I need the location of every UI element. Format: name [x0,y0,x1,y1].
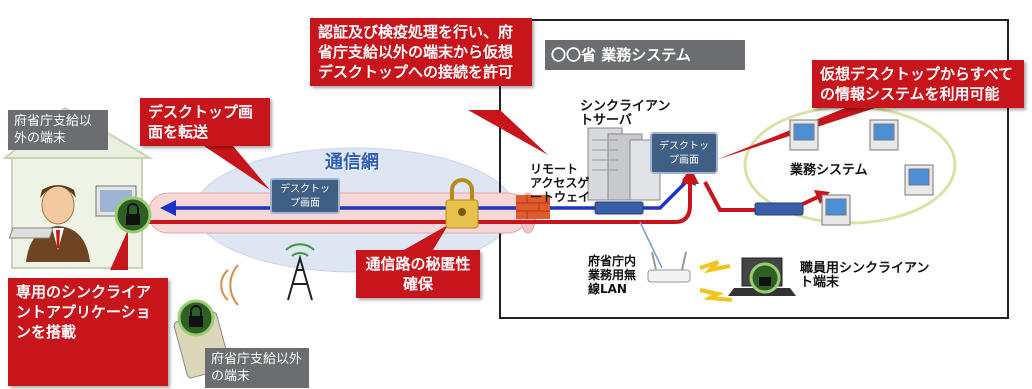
network-label: 通信網 [325,152,379,173]
business-system-label: 業務システム [790,163,868,178]
signal-waves [220,264,239,306]
callout-transfer: デスクトップ画面を転送 [140,98,270,146]
wireless-signal [699,260,731,274]
lock-badge-icon [114,196,152,234]
staff-laptop-icon [728,257,796,296]
device-label-bottom: 府省庁支給以外の端末 [205,348,309,388]
gateway-label: リモートアクセスゲートウェイ [530,162,591,204]
screen-on-server: デスクトップ画面 [650,132,718,174]
callout-secrecy: 通信路の秘匿性確保 [356,250,480,298]
gateway-router-icon [594,201,644,215]
business-pc-icons [789,119,934,226]
callout-auth: 認証及び検疫処理を行い、府省庁支給以外の端末から仮想デスクトップへの接続を許可 [310,18,532,86]
padlock-icon [445,178,479,229]
firewall-icon [516,195,550,219]
business-router-icon [754,202,804,216]
system-title: 〇〇省 業務システム [545,40,745,70]
wireless-lan-label: 府省庁内業務用無線LAN [588,254,637,296]
staff-terminal-label: 職員用シンクライアント端末 [800,261,930,290]
server-label: シンクライアントサーバ [580,99,671,128]
callout-all-systems: 仮想デスクトップからすべての情報システムを利用可能 [812,60,1024,108]
callout-dedicated-app: 専用のシンクライアントアプリケーションを搭載 [8,278,168,386]
device-label-top: 府省庁支給以外の端末 [8,110,108,150]
screen-in-transit: デスクトップ画面 [270,178,340,214]
radio-tower-icon [285,243,315,301]
system-boundary [499,19,1009,319]
red-flow [148,182,692,224]
wireless-ap-icon [647,251,691,283]
